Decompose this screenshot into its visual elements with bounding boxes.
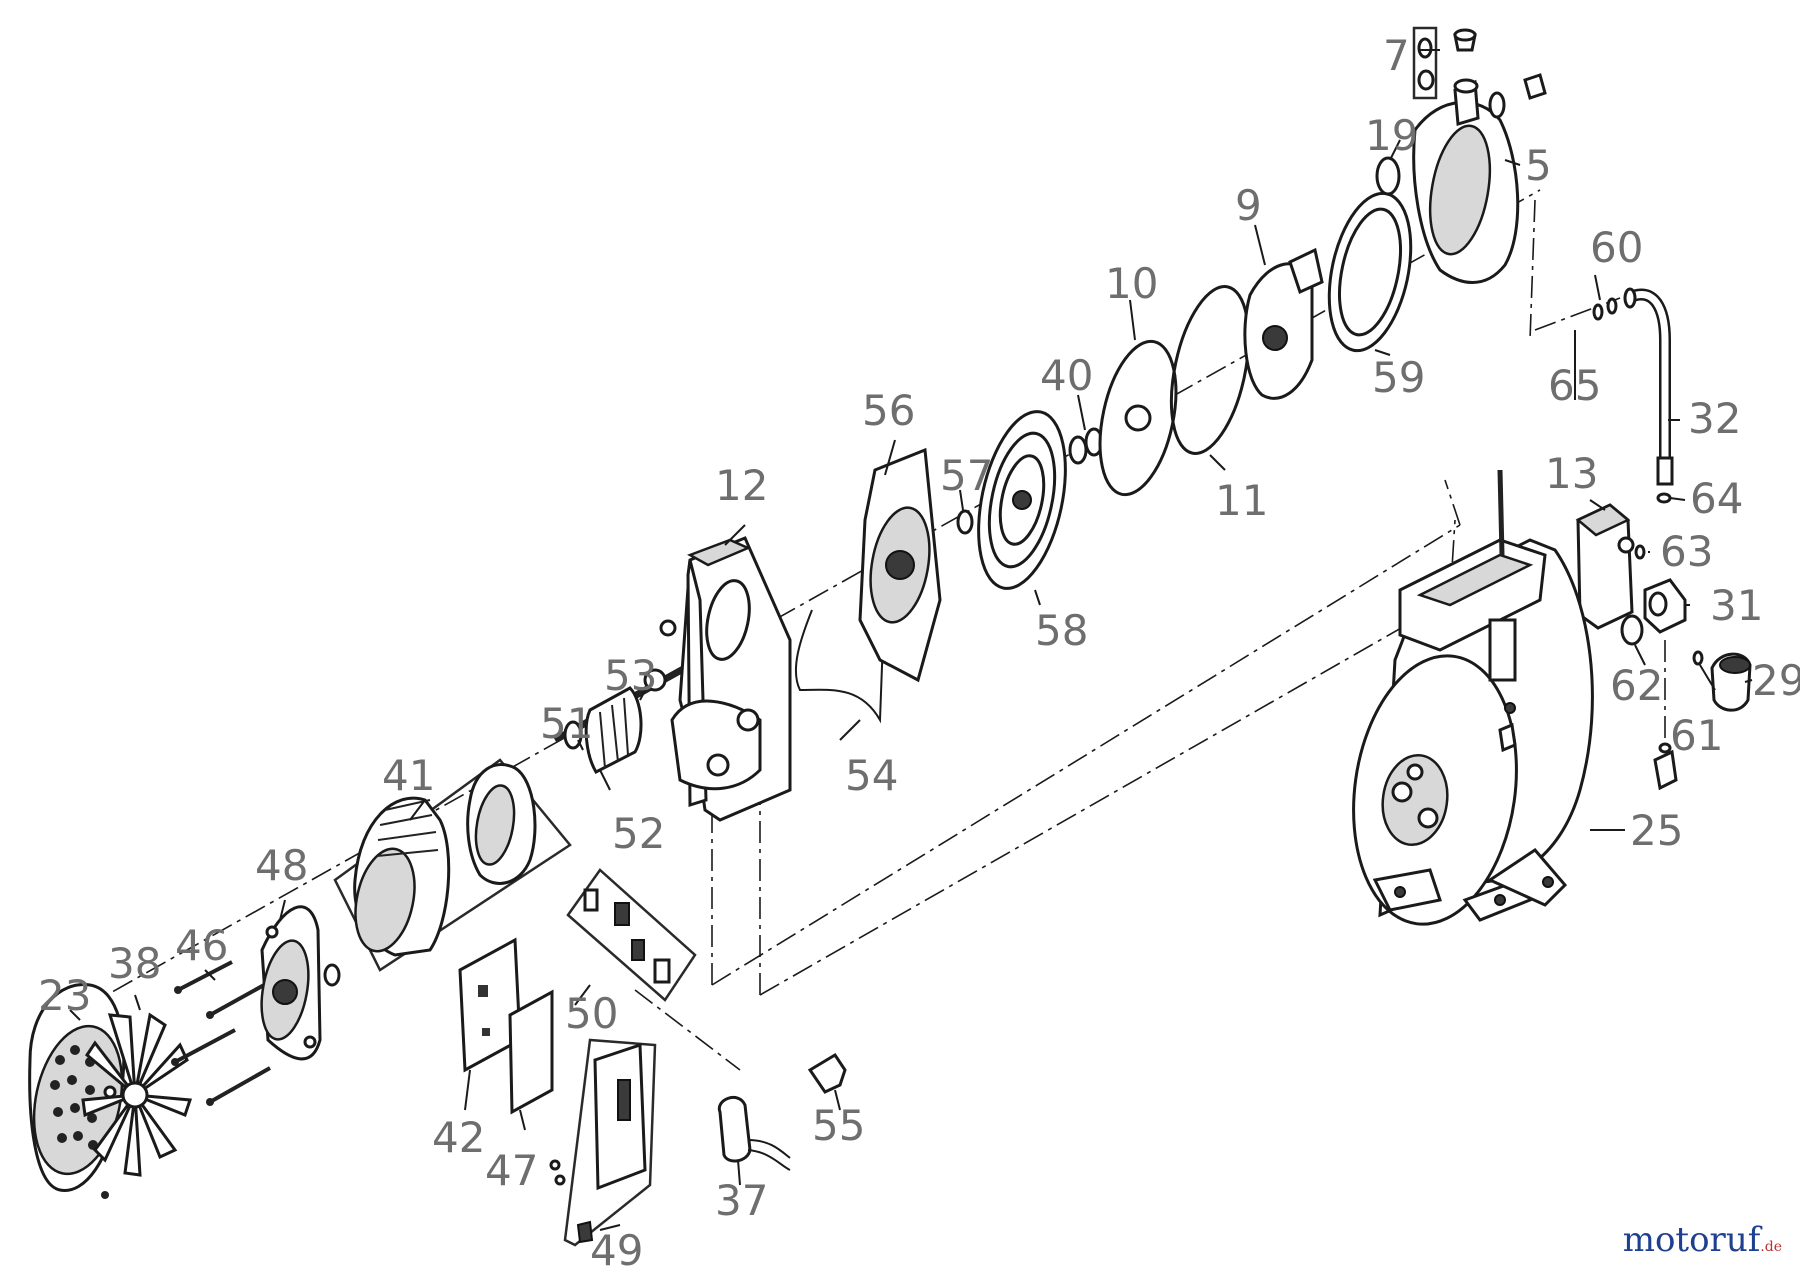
o-rings-60-65	[1592, 297, 1618, 321]
fan-38	[81, 1012, 193, 1177]
seal-63	[1634, 544, 1646, 560]
manifold-31	[1643, 578, 1687, 634]
part-label-5: 5	[1525, 141, 1552, 190]
part-label-38: 38	[108, 939, 161, 988]
part-label-53: 53	[604, 651, 657, 700]
part-label-11: 11	[1215, 476, 1268, 525]
part-label-62: 62	[1610, 661, 1663, 710]
part-label-52: 52	[612, 809, 665, 858]
o-ring-19	[1375, 156, 1401, 196]
bracket-12	[659, 536, 792, 822]
o-ring-62	[1620, 614, 1644, 646]
o-ring-11	[1169, 285, 1251, 455]
part-label-12: 12	[715, 461, 768, 510]
part-label-37: 37	[715, 1176, 768, 1225]
pressure-switch-13	[1575, 503, 1635, 630]
part-label-63: 63	[1660, 527, 1713, 576]
shaft-seal-40	[1068, 427, 1104, 465]
washer-57	[956, 509, 974, 535]
part-label-41: 41	[382, 751, 435, 800]
part-label-60: 60	[1590, 223, 1643, 272]
part-label-49: 49	[590, 1226, 643, 1272]
part-label-32: 32	[1688, 394, 1741, 443]
seal-54	[794, 584, 886, 724]
part-label-55: 55	[812, 1101, 865, 1150]
diffuser-9	[1243, 247, 1324, 400]
pump-housing-5	[1412, 78, 1520, 284]
part-label-7: 7	[1383, 31, 1410, 80]
part-label-13: 13	[1545, 449, 1598, 498]
part-label-58: 58	[1035, 606, 1088, 655]
switch-components-50	[566, 868, 697, 1002]
part-label-23: 23	[38, 971, 91, 1020]
hose-32	[1623, 287, 1674, 486]
part-label-51: 51	[540, 699, 593, 748]
part-label-25: 25	[1630, 806, 1683, 855]
part-label-42: 42	[432, 1113, 485, 1162]
drain-plug-7	[1412, 26, 1547, 100]
part-label-48: 48	[255, 841, 308, 890]
seal-64	[1656, 492, 1672, 504]
part-label-64: 64	[1690, 474, 1743, 523]
capacitor-37	[717, 1095, 791, 1171]
part-label-47: 47	[485, 1146, 538, 1195]
ring-59	[1327, 191, 1413, 353]
part-label-46: 46	[175, 921, 228, 970]
tie-rods-46	[171, 960, 271, 1106]
o-ring-61	[1692, 650, 1704, 666]
part-label-19: 19	[1365, 111, 1418, 160]
watermark-suffix: .de	[1760, 1239, 1782, 1255]
seal-housing-56	[858, 447, 942, 683]
part-label-65: 65	[1548, 361, 1601, 410]
part-label-29: 29	[1752, 656, 1800, 705]
part-label-59: 59	[1372, 353, 1425, 402]
part-label-31: 31	[1710, 581, 1763, 630]
part-label-57: 57	[940, 451, 993, 500]
part-label-10: 10	[1105, 259, 1158, 308]
watermark-logo: motoruf.de	[1623, 1220, 1782, 1260]
leader-lines	[69, 49, 1753, 1231]
diffuser-58	[977, 410, 1067, 590]
watermark-text: motoruf	[1622, 1220, 1761, 1260]
part-label-9: 9	[1235, 181, 1262, 230]
switch-box-49	[549, 1038, 657, 1247]
part-label-40: 40	[1040, 351, 1093, 400]
fitting-bottom	[1653, 742, 1678, 791]
part-label-50: 50	[565, 989, 618, 1038]
part-label-61: 61	[1670, 711, 1723, 760]
gasket-47	[508, 989, 554, 1115]
pressure-tank-25	[1352, 469, 1594, 926]
motor-housing-41	[333, 758, 572, 972]
part-labels: 23 38 46 48 41 42 47 51 53 52 12 54 56 5…	[38, 31, 1800, 1272]
part-label-56: 56	[862, 386, 915, 435]
clip-55	[807, 1052, 847, 1094]
cap-29	[1710, 652, 1752, 712]
end-shield-48	[260, 905, 341, 1061]
part-label-54: 54	[845, 751, 898, 800]
bearing-51	[563, 720, 583, 750]
